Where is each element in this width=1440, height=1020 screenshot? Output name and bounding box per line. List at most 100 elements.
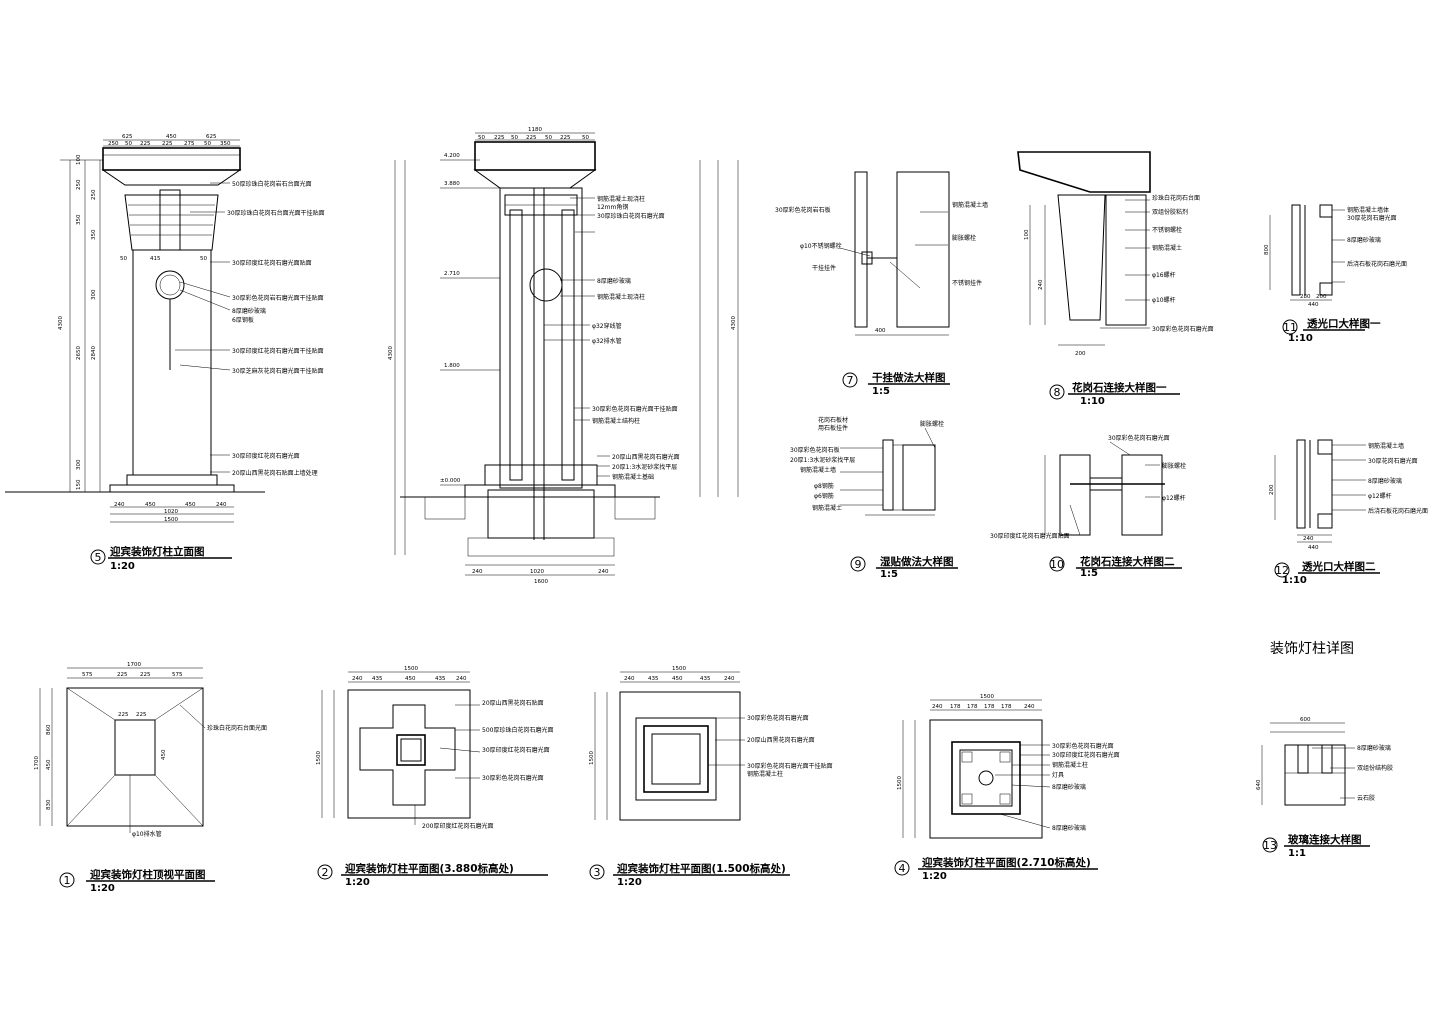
- material-note: 钢筋混凝土墙: [952, 201, 988, 209]
- detail-title: 玻璃连接大样图: [1288, 833, 1362, 846]
- section-dims: 1180 50 225 50 225 50 225 50 4300 4300 2…: [388, 127, 737, 585]
- dim: 250: [108, 141, 119, 147]
- detail-number: 10: [1050, 558, 1064, 571]
- dim: 100: [76, 154, 82, 165]
- detail-13-drawing: [1261, 722, 1355, 806]
- detail-title: 干挂做法大样图: [872, 371, 946, 384]
- dim: 830: [46, 799, 52, 810]
- detail-scale: 1:10: [1080, 396, 1105, 407]
- dim: 178: [950, 704, 961, 710]
- material-note: 30厚彩色花岗石磨光面干挂贴面: [592, 405, 678, 413]
- material-note: 钢筋混凝土: [812, 504, 842, 512]
- dim: 50: [120, 256, 127, 262]
- material-note: 30厚彩色花岗石磨光面: [482, 774, 544, 782]
- dim: 150: [76, 479, 82, 490]
- detail-12-title: 12 透光口大样图二 1:10: [1274, 560, 1380, 586]
- dim: 240: [1024, 704, 1035, 710]
- plan-3-drawing: [594, 671, 745, 821]
- detail-10-notes: 30厚彩色花岗石磨光面 膨胀螺栓 φ12螺杆 30厚印度红花岗石磨光面贴面: [990, 434, 1186, 540]
- material-note: 30厚印度红花岗石磨光面: [232, 452, 300, 460]
- dim: 225: [136, 712, 147, 718]
- level-mark: 2.710: [444, 271, 460, 277]
- material-note: 30厚花岗石磨光面: [1368, 457, 1418, 465]
- material-note: φ10不锈钢螺栓: [800, 242, 842, 250]
- dim: 240: [456, 676, 467, 682]
- dim: 1500: [980, 694, 994, 700]
- detail-number: 13: [1263, 839, 1277, 852]
- material-note: 30厚花岗石磨光面: [1347, 214, 1397, 222]
- dim: 50: [511, 135, 518, 141]
- material-note: 20厚山西黑花岗石磨光面: [612, 453, 680, 461]
- plan-1-dims: 1700 575 225 225 575 1700 860 450 830 22…: [34, 662, 267, 838]
- material-note: 钢筋混凝土墙: [1368, 442, 1404, 450]
- detail-number: 3: [594, 866, 601, 879]
- material-note: 50厚珍珠白花岗岩石台面光面: [232, 180, 312, 188]
- detail-11-notes: 钢筋混凝土墙体 30厚花岗石磨光面 8厚磨砂玻璃 后浇石板花岗石磨光面 800 …: [1264, 206, 1407, 308]
- material-note: 珍珠白花岗石台面光面: [207, 724, 267, 732]
- material-note: 8厚磨砂玻璃: [1347, 236, 1381, 244]
- dim: 1020: [164, 509, 178, 515]
- dim: 450: [46, 759, 52, 770]
- detail-10-title: 10 花岗石连接大样图二 1:5: [1049, 555, 1182, 579]
- detail-title: 迎宾装饰灯柱立面图: [110, 545, 205, 558]
- dim: 280: [1300, 294, 1311, 300]
- detail-scale: 1:20: [90, 883, 115, 894]
- material-note: φ6钢筋: [814, 492, 834, 500]
- detail-11-drawing: [1269, 204, 1345, 301]
- level-mark: 1.800: [444, 363, 460, 369]
- material-note: 膨胀螺栓: [1162, 462, 1186, 470]
- material-note: 30厚印度红花岗石磨光面: [482, 746, 550, 754]
- material-note: 双组份结构胶: [1357, 764, 1393, 772]
- dim: 640: [1256, 779, 1262, 790]
- detail-10-drawing: [1044, 441, 1165, 536]
- material-note: 钢筋混凝土现浇柱: [597, 293, 645, 301]
- plan-1-drawing: [39, 667, 206, 833]
- level-mark: 4.200: [444, 153, 460, 159]
- sheet-title: 装饰灯柱详图: [1270, 641, 1354, 657]
- dim: 240: [114, 502, 125, 508]
- material-note: 钢筋混凝土柱: [747, 770, 783, 778]
- dim: 2650: [76, 346, 82, 360]
- material-note: 膨胀螺栓: [952, 234, 976, 242]
- material-note: 30厚珍珠白花岗石磨光面: [597, 212, 665, 220]
- detail-title: 迎宾装饰灯柱平面图(1.500标高处): [617, 862, 786, 875]
- dim: 240: [598, 569, 609, 575]
- detail-number-circle: [90, 549, 106, 565]
- material-note: 钢筋混凝土结构柱: [592, 417, 640, 425]
- material-note: 6厚钢板: [232, 316, 254, 324]
- material-note: 灯具: [1052, 771, 1064, 779]
- plan-2-drawing: [321, 671, 481, 825]
- detail-9-notes: 花岗石板材 用石板挂件 30厚彩色花岗石板 20厚1:3水泥砂浆找平层 钢筋混凝…: [790, 416, 944, 512]
- dim: 4300: [388, 346, 394, 360]
- dim: 350: [91, 229, 97, 240]
- dim: 860: [46, 724, 52, 735]
- dim: 1700: [127, 662, 141, 668]
- material-note: 30厚彩色花岗岩石板: [775, 206, 831, 214]
- dim: 1020: [530, 569, 544, 575]
- material-note: 30厚彩色花岗岩石磨光面干挂贴面: [232, 294, 324, 302]
- dim: 625: [206, 134, 217, 140]
- material-note: 30厚印度红花岗石磨光面干挂贴面: [232, 347, 324, 355]
- plan-4-title: 4 迎宾装饰灯柱平面图(2.710标高处) 1:20: [894, 856, 1098, 882]
- dim: 435: [435, 676, 446, 682]
- material-note: 后浇石板花岗石磨光面: [1347, 260, 1407, 268]
- detail-scale: 1:10: [1288, 333, 1313, 344]
- dim: 625: [122, 134, 133, 140]
- plan-3-title: 3 迎宾装饰灯柱平面图(1.500标高处) 1:20: [589, 862, 790, 888]
- dim: 225: [117, 672, 128, 678]
- dim: 350: [76, 214, 82, 225]
- material-note: φ16螺杆: [1152, 271, 1176, 279]
- dim: 225: [560, 135, 571, 141]
- material-note: φ12螺杆: [1162, 494, 1186, 502]
- dim: 600: [1300, 717, 1311, 723]
- detail-scale: 1:20: [922, 871, 947, 882]
- dim: 240: [216, 502, 227, 508]
- dim: 1180: [528, 127, 542, 133]
- dim: 450: [166, 134, 177, 140]
- dim: 300: [91, 289, 97, 300]
- detail-title: 迎宾装饰灯柱平面图(3.880标高处): [345, 862, 514, 875]
- dim: 435: [372, 676, 383, 682]
- material-note: 用石板挂件: [818, 424, 848, 432]
- dim: 50: [545, 135, 552, 141]
- dim: 240: [724, 676, 735, 682]
